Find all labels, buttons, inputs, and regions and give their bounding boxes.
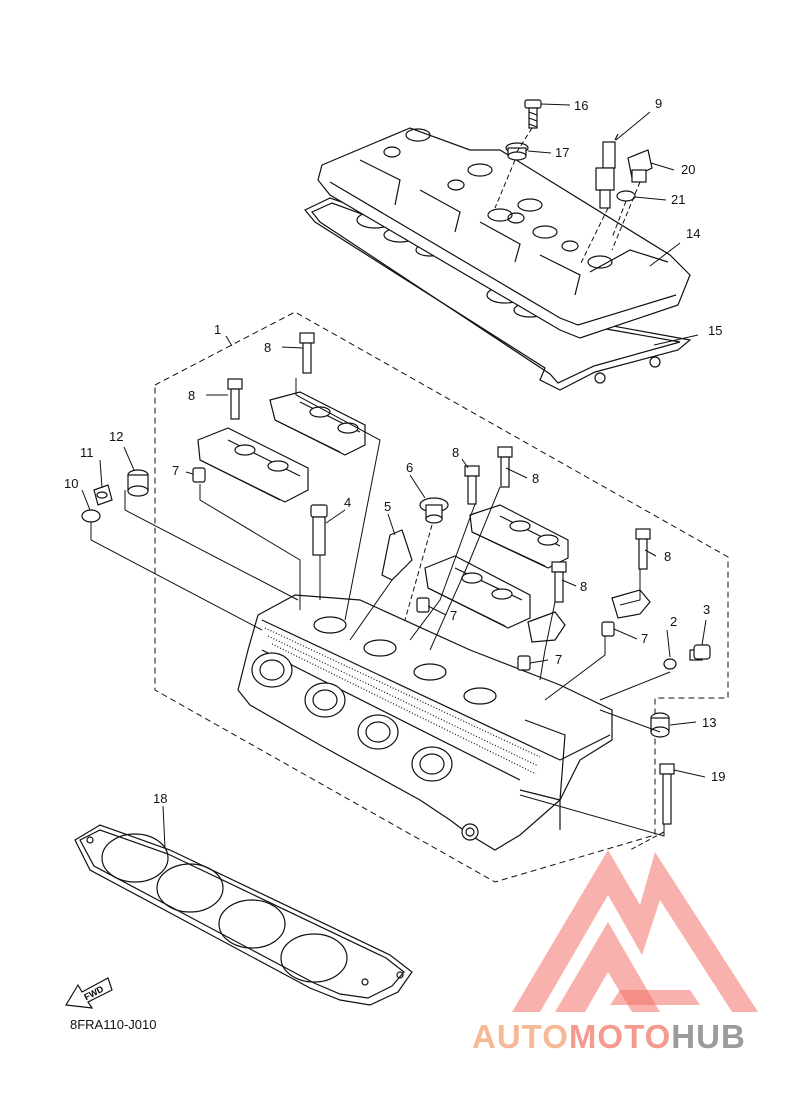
- cap-bolts: [227, 332, 651, 603]
- callout-8d: 8: [532, 471, 539, 486]
- forward-arrow-icon: FWD: [65, 977, 113, 1009]
- callout-7a: 7: [172, 463, 179, 478]
- brand-part-moto: MOTO: [568, 1018, 672, 1055]
- cylinder-head-gasket: [74, 824, 413, 1006]
- callout-7b: 7: [450, 608, 457, 623]
- callout-21: 21: [671, 192, 685, 207]
- callout-15: 15: [708, 323, 722, 338]
- collar-13: [650, 712, 670, 738]
- callout-13: 13: [702, 715, 716, 730]
- sensor: [595, 133, 619, 209]
- camshaft-cap-set-left: [197, 427, 309, 503]
- callout-1: 1: [214, 322, 221, 337]
- collar-12: [127, 469, 149, 497]
- drawing-code: 8FRA110-J010: [70, 1017, 157, 1032]
- callout-labels: 1 2 3 4 5 6 7 7 7 7 8 8 8 8 8 8 9 10 11 …: [64, 96, 725, 806]
- callout-3: 3: [703, 602, 710, 617]
- callout-17: 17: [555, 145, 569, 160]
- camshaft-cap-set-right-upper: [469, 504, 569, 569]
- washer: [663, 658, 677, 670]
- plug: [627, 149, 653, 183]
- watermark-logo-icon: [512, 850, 758, 1012]
- brand-part-auto: AUTO: [472, 1018, 569, 1055]
- camshaft-cap-set-right-lower: [424, 555, 531, 629]
- assembly-boundary: [154, 311, 729, 883]
- cylinder-head-cover: [317, 127, 691, 339]
- cover-bolt: [524, 99, 542, 129]
- union-bolt: [689, 644, 711, 661]
- brand-part-hub: HUB: [671, 1018, 746, 1055]
- callout-8e: 8: [664, 549, 671, 564]
- callout-18: 18: [153, 791, 167, 806]
- camshaft-cap-end: [527, 589, 651, 643]
- callout-19: 19: [711, 769, 725, 784]
- callout-11: 11: [80, 445, 94, 460]
- callout-8c: 8: [452, 445, 459, 460]
- callout-7c: 7: [641, 631, 648, 646]
- callout-6: 6: [406, 460, 413, 475]
- cylinder-head: [237, 594, 613, 851]
- fit-lines: [90, 378, 671, 837]
- washer-10: [81, 509, 101, 523]
- callout-4: 4: [344, 495, 351, 510]
- callout-14: 14: [686, 226, 700, 241]
- nut-11: [93, 484, 113, 506]
- watermark-brand: AUTOMOTOHUB: [472, 1018, 746, 1056]
- leader-lines: [81, 103, 707, 849]
- camshaft-cap-set-upper: [269, 391, 366, 456]
- dowel-pins: [192, 467, 615, 671]
- callout-10: 10: [64, 476, 78, 491]
- callout-8a: 8: [264, 340, 271, 355]
- alignment-guides: [404, 127, 665, 851]
- long-bolt-19: [659, 763, 675, 825]
- callout-9: 9: [655, 96, 662, 111]
- callout-8f: 8: [580, 579, 587, 594]
- plug-cap: [419, 497, 449, 524]
- callout-16: 16: [574, 98, 588, 113]
- stud-bolt: [310, 504, 328, 556]
- callout-12: 12: [109, 429, 123, 444]
- guide: [381, 529, 413, 581]
- callout-20: 20: [681, 162, 695, 177]
- callout-2: 2: [670, 614, 677, 629]
- callout-7d: 7: [555, 652, 562, 667]
- callout-5: 5: [384, 499, 391, 514]
- callout-8b: 8: [188, 388, 195, 403]
